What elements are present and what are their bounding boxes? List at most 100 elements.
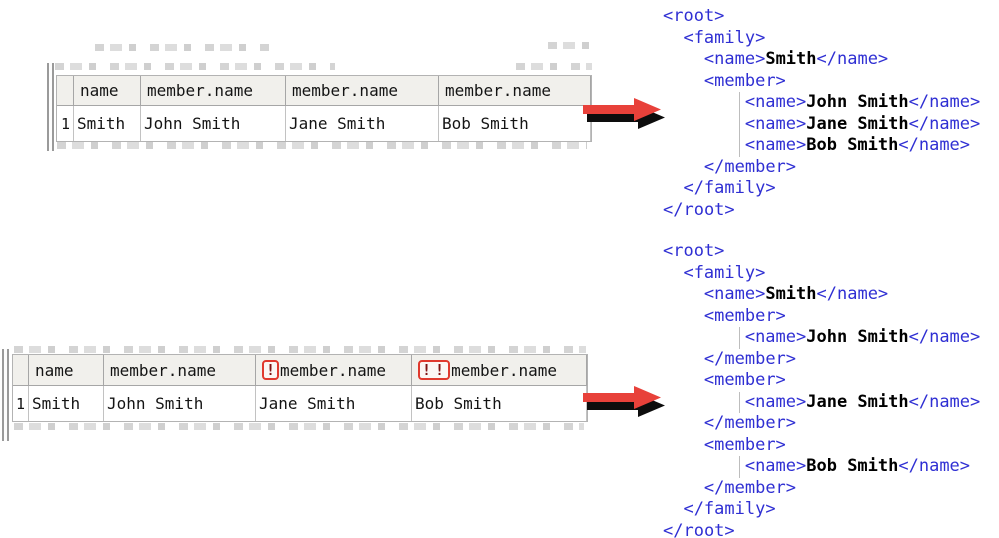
xml-line: </family> xyxy=(663,178,980,200)
red-arrow-icon xyxy=(583,386,665,417)
xml-tag: <name> xyxy=(744,92,807,112)
header-cell[interactable]: member.name xyxy=(286,76,439,106)
red-arrow-icon xyxy=(583,98,665,129)
header-label: name xyxy=(80,81,119,100)
xml-output-bottom[interactable]: <root><family><name>Smith</name><member>… xyxy=(663,241,980,538)
xml-value: Jane Smith xyxy=(806,391,909,412)
xml-tag: <family> xyxy=(683,262,766,283)
window-edge xyxy=(2,349,9,441)
header-cell[interactable]: member.name xyxy=(141,76,286,106)
data-cell[interactable]: John Smith xyxy=(141,106,286,141)
xml-tag: </member> xyxy=(703,413,797,433)
header-label: member.name xyxy=(292,81,398,100)
xml-tag: <root> xyxy=(663,241,725,261)
xml-line: <member> xyxy=(663,306,980,328)
xml-line: <name>John Smith</name> xyxy=(663,327,980,349)
row-number-header[interactable] xyxy=(57,76,74,106)
data-cell[interactable]: Bob Smith xyxy=(412,386,587,421)
xml-tag: </name> xyxy=(908,327,981,347)
cropped-text-artifact xyxy=(516,63,592,70)
xml-line: <name>Jane Smith</name> xyxy=(663,391,980,414)
xml-tag: </member> xyxy=(703,477,797,498)
data-cell[interactable]: Jane Smith xyxy=(256,386,412,421)
xml-value: John Smith xyxy=(806,327,909,347)
xml-value: Smith xyxy=(765,49,817,69)
xml-tag: <member> xyxy=(703,434,786,455)
data-cell[interactable]: Jane Smith xyxy=(286,106,439,141)
cropped-text-artifact xyxy=(57,142,587,149)
xml-tag: <name> xyxy=(744,113,807,134)
xml-line: </member> xyxy=(663,157,980,179)
xml-value: Jane Smith xyxy=(806,113,909,134)
xml-tag: </name> xyxy=(816,284,889,304)
required-marker-icon: !! xyxy=(418,360,451,380)
row-number[interactable]: 1 xyxy=(13,386,29,421)
xml-output-top[interactable]: <root><family><name>Smith</name><member>… xyxy=(663,6,980,221)
xml-tag: </family> xyxy=(683,178,776,198)
header-cell[interactable]: member.name xyxy=(439,76,591,106)
header-label: member.name xyxy=(280,360,386,380)
window-edge xyxy=(47,63,54,151)
xml-tag: </root> xyxy=(663,520,735,538)
xml-tag: </name> xyxy=(816,49,889,69)
xml-line: <family> xyxy=(663,28,980,50)
xml-tag: </name> xyxy=(908,113,981,134)
xml-line: <member> xyxy=(663,71,980,93)
header-cell[interactable]: !member.name xyxy=(256,355,412,386)
header-cell[interactable]: !!member.name xyxy=(412,355,587,386)
header-cell[interactable]: member.name xyxy=(104,355,256,386)
cropped-text-artifact xyxy=(14,423,584,430)
xml-line: </root> xyxy=(663,521,980,538)
cropped-text-artifact xyxy=(548,42,596,49)
xml-tag: </family> xyxy=(683,499,776,519)
xml-line: <member> xyxy=(663,370,980,392)
xml-tag: </name> xyxy=(898,135,971,155)
data-cell[interactable]: Smith xyxy=(74,106,141,141)
xml-tag: </name> xyxy=(908,92,981,112)
header-cell[interactable]: name xyxy=(74,76,141,106)
xml-tag: <name> xyxy=(744,456,807,476)
xml-tag: <name> xyxy=(744,327,807,347)
xml-tag: <family> xyxy=(683,27,766,48)
xml-line: <name>Bob Smith</name> xyxy=(663,135,980,157)
xml-tag: <member> xyxy=(703,70,786,91)
row-number-header[interactable] xyxy=(13,355,29,386)
header-label: member.name xyxy=(110,360,216,380)
data-cell[interactable]: John Smith xyxy=(104,386,256,421)
table-header-row: name member.name member.name member.name xyxy=(57,76,591,106)
data-cell[interactable]: Smith xyxy=(29,386,104,421)
xml-value: Smith xyxy=(765,284,817,304)
xml-line: <name>Jane Smith</name> xyxy=(663,113,981,136)
header-cell[interactable]: name xyxy=(29,355,104,386)
xml-tag: <name> xyxy=(703,49,766,69)
required-marker-icon: ! xyxy=(262,360,280,380)
header-label: member.name xyxy=(445,81,551,100)
cropped-text-artifact xyxy=(95,44,270,51)
header-label: member.name xyxy=(451,360,558,380)
xml-line: <name>Bob Smith</name> xyxy=(663,456,980,478)
xml-value: John Smith xyxy=(806,92,909,112)
row-number[interactable]: 1 xyxy=(57,106,74,141)
xml-line: </member> xyxy=(663,349,980,371)
xml-line: <root> xyxy=(663,6,980,28)
xml-tag: <name> xyxy=(744,391,807,412)
xml-tag: </name> xyxy=(898,456,971,476)
header-label: member.name xyxy=(147,81,253,100)
cropped-text-artifact xyxy=(14,346,586,353)
xml-line: <name>Smith</name> xyxy=(663,284,980,306)
xml-tag: <name> xyxy=(744,135,807,155)
xml-line: <member> xyxy=(663,435,980,457)
xml-tag: <root> xyxy=(663,6,725,26)
xml-line: </member> xyxy=(663,413,980,435)
header-label: name xyxy=(35,360,74,380)
xml-value: Bob Smith xyxy=(806,456,899,476)
xml-tag: </root> xyxy=(663,199,735,220)
xml-line: </root> xyxy=(663,200,980,222)
xml-line: <name>John Smith</name> xyxy=(663,92,980,114)
data-cell[interactable]: Bob Smith xyxy=(439,106,591,141)
